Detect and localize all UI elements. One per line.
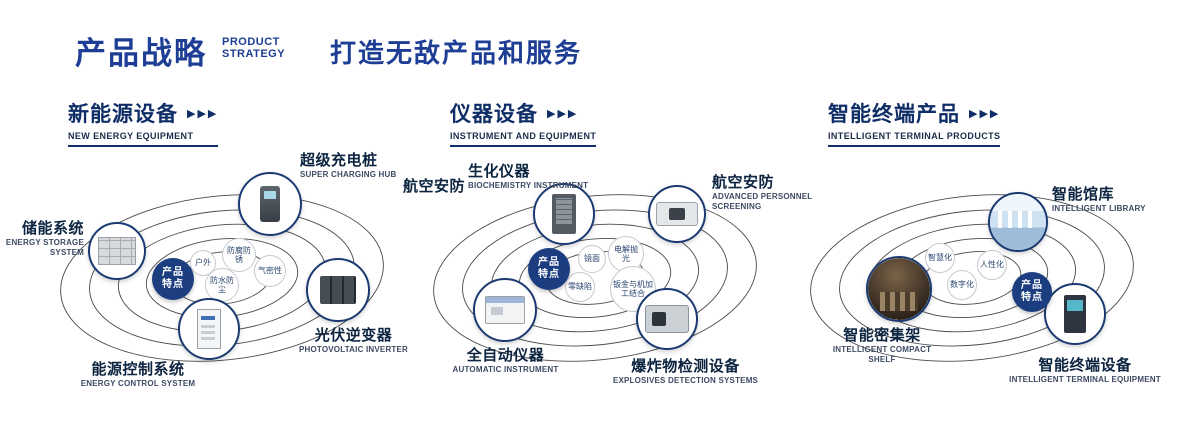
product-name-en: ENERGY CONTROL SYSTEM — [80, 379, 196, 388]
product-name: 储能系统 — [21, 220, 84, 237]
section-header-intelligent-terminal: 智能终端产品 ▶▶▶ INTELLIGENT TERMINAL PRODUCTS — [828, 98, 1001, 147]
badge-text-line1: 产品 — [538, 257, 560, 268]
product-circle-energy-storage — [88, 222, 146, 280]
product-label-terminal-equipment: 智能终端设备 INTELLIGENT TERMINAL EQUIPMENT — [1005, 357, 1165, 385]
badge-text-line2: 特点 — [538, 269, 560, 280]
badge-text-line2: 特点 — [1021, 292, 1043, 303]
badge-text-line1: 产品 — [1021, 280, 1043, 291]
library-room-image — [990, 194, 1046, 250]
product-name: 超级充电桩 — [300, 152, 378, 169]
product-name: 能源控制系统 — [91, 361, 185, 378]
product-features-badge: 产品 特点 — [528, 248, 570, 290]
section-subtitle: NEW ENERGY EQUIPMENT — [68, 131, 194, 141]
automatic-instrument-image — [485, 296, 525, 324]
screening-machine-image — [656, 202, 698, 226]
product-name-en: ADVANCED PERSONNEL SCREENING — [712, 192, 813, 211]
product-circle-biochemistry — [533, 183, 595, 245]
section-title-text: 智能终端产品 — [828, 103, 960, 126]
product-features-badge: 产品 特点 — [152, 258, 194, 300]
product-circle-automatic-instrument — [473, 278, 537, 342]
product-label-pv-inverter: 光伏逆变器 PHOTOVOLTAIC INVERTER — [296, 327, 411, 355]
product-name-en: BIOCHEMISTRY INSTRUMENT — [468, 181, 589, 190]
section-subtitle: INSTRUMENT AND EQUIPMENT — [450, 131, 597, 141]
product-label-intelligent-library: 智能馆库 INTELLIGENT LIBRARY — [1052, 186, 1162, 214]
product-circle-intelligent-library — [988, 192, 1048, 252]
control-cabinet-image — [197, 309, 221, 349]
feature-bubble: 防腐防锈 — [222, 238, 256, 272]
page-tagline: 打造无敌产品和服务 — [330, 38, 583, 68]
product-circle-explosives-detection — [636, 288, 698, 350]
product-circle-compact-shelf — [866, 256, 932, 322]
product-name: 光伏逆变器 — [314, 327, 393, 344]
feature-bubble: 数字化 — [947, 270, 977, 300]
feature-bubble: 镜面 — [578, 245, 606, 273]
product-label-compact-shelf: 智能密集架 INTELLIGENT COMPACT SHELF — [826, 327, 938, 365]
side-label-aviation-security: 航空安防 — [403, 178, 478, 195]
page-title: 产品战略 — [75, 36, 207, 71]
triple-arrow-icon: ▶▶▶ — [547, 107, 579, 120]
product-name-en: PHOTOVOLTAIC INVERTER — [298, 345, 409, 354]
product-name: 智能密集架 — [843, 327, 921, 344]
feature-bubble: 气密性 — [254, 255, 286, 287]
orbit-rings-instruments — [433, 194, 757, 362]
section-title: 仪器设备 ▶▶▶ — [450, 98, 596, 128]
charging-pile-image — [260, 186, 280, 222]
section-title-text: 仪器设备 — [450, 103, 538, 126]
section-header-instruments: 仪器设备 ▶▶▶ INSTRUMENT AND EQUIPMENT — [450, 98, 597, 147]
product-circle-super-charging-hub — [238, 172, 302, 236]
product-name: 智能馆库 — [1052, 186, 1115, 203]
product-name: 全自动仪器 — [466, 347, 545, 364]
section-title-text: 新能源设备 — [68, 103, 178, 126]
product-label-energy-control: 能源控制系统 ENERGY CONTROL SYSTEM — [68, 361, 208, 389]
section-header-new-energy: 新能源设备 ▶▶▶ NEW ENERGY EQUIPMENT — [68, 98, 219, 147]
page-subtitle-line1: PRODUCT — [222, 36, 280, 48]
section-title: 新能源设备 ▶▶▶ — [68, 98, 218, 128]
product-name: 航空安防 — [712, 174, 775, 191]
badge-text-line2: 特点 — [162, 279, 184, 290]
product-name-en: INTELLIGENT COMPACT SHELF — [832, 345, 932, 364]
section-title: 智能终端产品 ▶▶▶ — [828, 98, 1000, 128]
badge-text-line1: 产品 — [162, 267, 184, 278]
biochemistry-instrument-image — [552, 194, 576, 234]
product-circle-terminal-equipment — [1044, 283, 1106, 345]
product-name: 爆炸物检测设备 — [631, 358, 740, 375]
section-subtitle: INTELLIGENT TERMINAL PRODUCTS — [828, 131, 1001, 141]
product-name: 智能终端设备 — [1038, 357, 1132, 374]
feature-bubble: 智慧化 — [925, 243, 955, 273]
compact-shelf-image — [868, 258, 930, 320]
product-circle-pv-inverter — [306, 258, 370, 322]
product-label-biochemistry: 生化仪器 BIOCHEMISTRY INSTRUMENT — [468, 163, 598, 191]
battery-cabinet-image — [98, 237, 136, 265]
product-circle-energy-control — [178, 298, 240, 360]
feature-bubble: 防水防尘 — [205, 268, 239, 302]
product-label-personnel-screening: 航空安防 ADVANCED PERSONNEL SCREENING — [712, 174, 824, 212]
product-name-en: AUTOMATIC INSTRUMENT — [452, 365, 559, 374]
inverter-cabinet-image — [320, 276, 356, 304]
product-label-energy-storage: 储能系统 ENERGY STORAGE SYSTEM — [0, 220, 84, 258]
product-features-badge: 产品 特点 — [1012, 272, 1052, 312]
product-label-super-charging-hub: 超级充电桩 SUPER CHARGING HUB — [300, 152, 420, 180]
page-subtitle-line2: STRATEGY — [222, 48, 286, 60]
xray-machine-image — [645, 305, 689, 333]
product-name: 生化仪器 — [468, 163, 531, 180]
product-name-en: ENERGY STORAGE SYSTEM — [5, 238, 84, 257]
triple-arrow-icon: ▶▶▶ — [187, 107, 219, 120]
product-label-explosives-detection: 爆炸物检测设备 EXPLOSIVES DETECTION SYSTEMS — [603, 358, 768, 386]
kiosk-terminal-image — [1064, 295, 1086, 333]
feature-bubble: 零缺陷 — [565, 272, 595, 302]
product-name-en: EXPLOSIVES DETECTION SYSTEMS — [612, 376, 759, 385]
triple-arrow-icon: ▶▶▶ — [969, 107, 1001, 120]
feature-bubble: 人性化 — [977, 250, 1007, 280]
product-name: 航空安防 — [403, 178, 466, 195]
product-label-automatic-instrument: 全自动仪器 AUTOMATIC INSTRUMENT — [443, 347, 568, 375]
product-name-en: INTELLIGENT LIBRARY — [1052, 204, 1146, 213]
product-name-en: SUPER CHARGING HUB — [300, 170, 397, 179]
product-name-en: INTELLIGENT TERMINAL EQUIPMENT — [1009, 375, 1161, 384]
product-circle-personnel-screening — [648, 185, 706, 243]
page-subtitle: PRODUCT STRATEGY — [222, 36, 285, 60]
